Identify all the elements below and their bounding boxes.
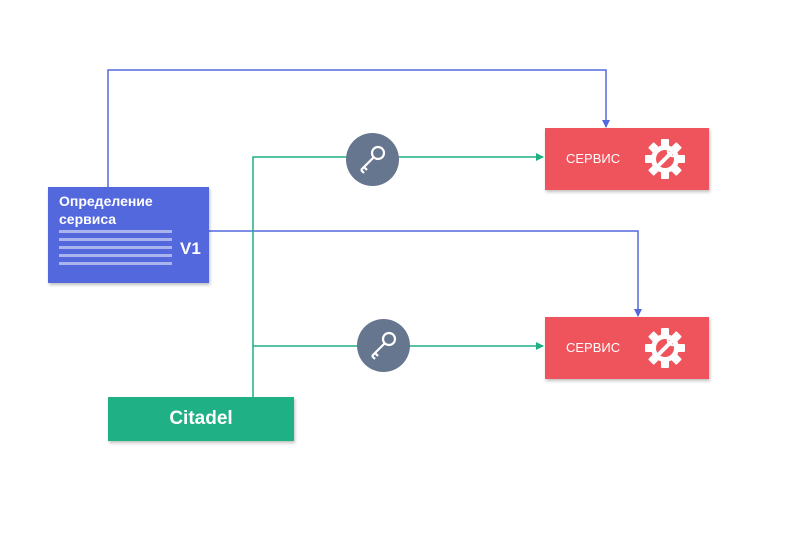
text-line: [59, 246, 172, 249]
definition-to-service-2-arrow: [209, 230, 642, 317]
definition-to-service-1-arrow: [107, 69, 610, 187]
text-line: [59, 230, 172, 233]
service-label: СЕРВИС: [566, 340, 621, 355]
text-line: [59, 254, 172, 257]
gear-wrench-icon: [645, 139, 685, 179]
service-definition-card: Определение сервиса V1: [48, 187, 209, 283]
key-icon: [360, 145, 386, 174]
text-line: [59, 262, 172, 265]
version-label: V1: [180, 239, 201, 258]
service-box-2: СЕРВИС: [545, 317, 709, 379]
citadel-box: Citadel: [108, 397, 294, 441]
citadel-to-service-1-arrow: [252, 153, 544, 397]
text-line: [59, 238, 172, 241]
key-badge-2: [357, 319, 410, 372]
key-badge-1: [346, 133, 399, 186]
service-definition-title: Определение сервиса: [59, 193, 153, 227]
service-label: СЕРВИС: [566, 151, 621, 166]
key-icon: [371, 331, 397, 360]
gear-wrench-icon: [645, 328, 685, 368]
service-box-1: СЕРВИС: [545, 128, 709, 190]
